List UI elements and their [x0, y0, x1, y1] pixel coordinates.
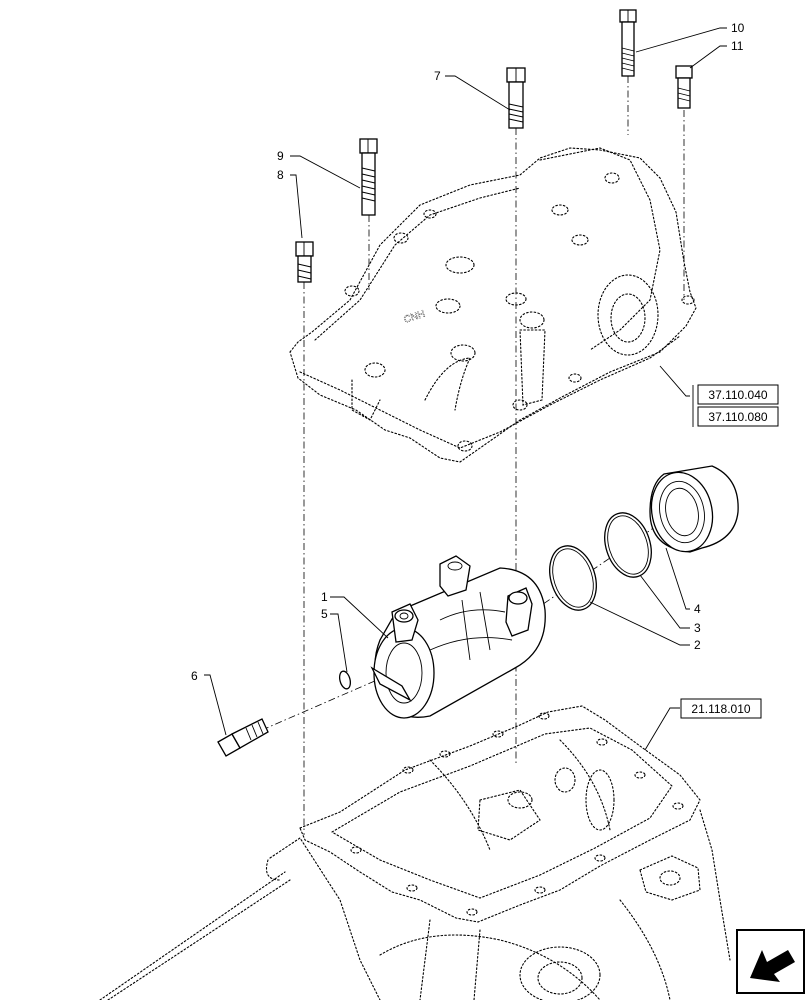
reference-box-21-118-010[interactable]: 21.118.010: [680, 698, 762, 719]
reference-box-37-110-040[interactable]: 37.110.040: [697, 384, 779, 405]
callout-6: 6: [191, 669, 198, 683]
bolt-6: [217, 718, 269, 757]
bolt-7: [506, 67, 526, 129]
callout-4: 4: [694, 602, 701, 616]
svg-text:CNH: CNH: [403, 309, 427, 326]
svg-text:37.110.040: 37.110.040: [708, 388, 767, 402]
callout-3: 3: [694, 621, 701, 635]
arrow-back-icon[interactable]: [736, 929, 805, 994]
callout-9: 9: [277, 149, 284, 163]
callout-8: 8: [277, 168, 284, 182]
callout-5: 5: [321, 607, 328, 621]
bolt-11: [675, 65, 693, 109]
reference-group-37: 37.110.040 37.110.080: [692, 384, 779, 427]
lift-cylinder: [370, 555, 546, 719]
hydraulic-lift-cover: CNH: [289, 147, 697, 463]
bolt-9: [359, 138, 378, 216]
piston-4: [649, 465, 739, 553]
bolt-10: [619, 9, 637, 77]
snap-ring-5: [338, 670, 352, 690]
callout-7: 7: [434, 69, 441, 83]
callout-2: 2: [694, 638, 701, 652]
svg-text:21.118.010: 21.118.010: [691, 702, 750, 716]
reference-box-37-110-080[interactable]: 37.110.080: [697, 406, 779, 427]
leader-lines: [204, 27, 727, 751]
callout-1: 1: [321, 590, 328, 604]
o-ring-2: [549, 545, 597, 611]
svg-text:37.110.080: 37.110.080: [708, 410, 767, 424]
callout-numbers: 1 2 3 4 5 6 7 8 9 10 11: [191, 21, 745, 683]
transmission-housing: [99, 705, 731, 1000]
callout-11: 11: [731, 39, 744, 53]
o-ring-3: [604, 512, 652, 578]
bolt-8: [295, 241, 314, 283]
callout-10: 10: [731, 21, 745, 35]
assembly-centerlines: [261, 76, 685, 835]
